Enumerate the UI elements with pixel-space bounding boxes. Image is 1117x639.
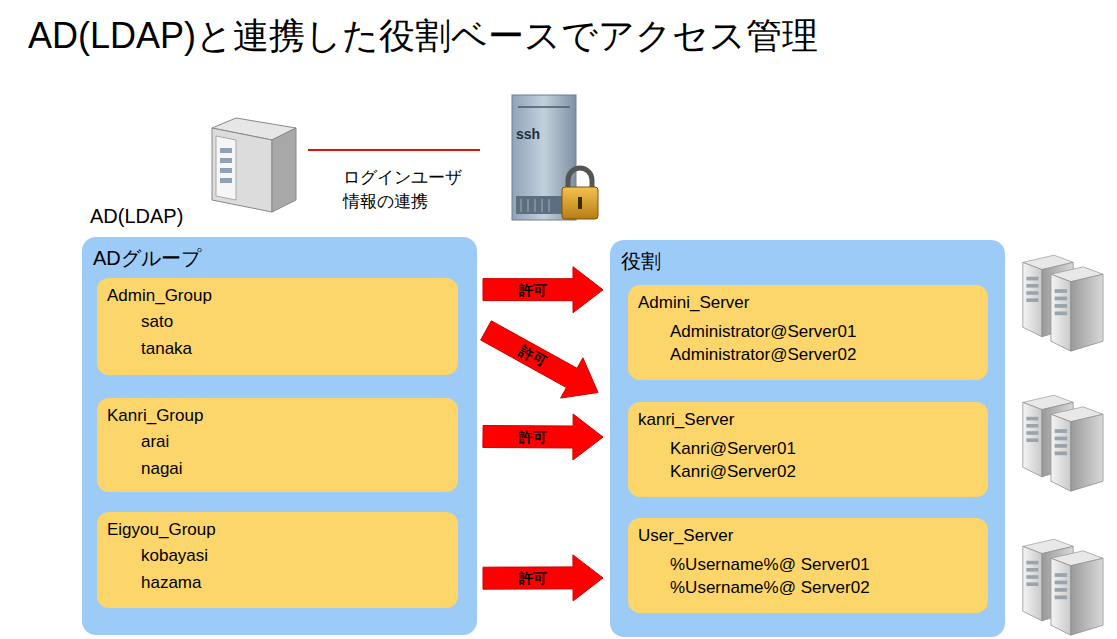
- account-entry: Administrator@Server01: [670, 320, 978, 343]
- box-heading: User_Server: [638, 524, 978, 548]
- arrow-label: 許可: [519, 429, 547, 445]
- user-entry: sato: [141, 308, 448, 335]
- ad-group-box: Kanri_Grouparainagai: [97, 398, 458, 492]
- box-heading: Eigyou_Group: [107, 518, 448, 542]
- group-panel: 役割 Admini_ServerAdministrator@Server01Adm…: [610, 240, 1005, 637]
- arrow-label: 許可: [519, 282, 547, 298]
- diagram-title: AD(LDAP)と連携した役割ベースでアクセス管理: [28, 14, 818, 58]
- user-entry: tanaka: [141, 335, 448, 362]
- server-label: AD(LDAP): [90, 203, 183, 229]
- server-pair-icon: [1023, 539, 1103, 635]
- permission-arrow: [483, 267, 603, 313]
- link-note: ログインユーザ 情報の連携: [343, 166, 483, 214]
- permission-arrow: [481, 321, 598, 398]
- user-entry: nagai: [141, 455, 448, 482]
- role-box: User_Server %Username%@ Server01%Username…: [628, 518, 988, 613]
- ssh-logo-text: ssh: [516, 126, 540, 142]
- box-heading: Admin_Group: [107, 284, 448, 308]
- arrow-label: 許可: [519, 570, 547, 586]
- account-entry: %Username%@ Server02: [670, 576, 978, 599]
- box-heading: kanri_Server: [638, 408, 978, 432]
- ad-group-box: Eigyou_Groupkobayasihazama: [97, 512, 458, 608]
- ad-group-box: Admin_Groupsatotanaka: [97, 278, 458, 375]
- user-entry: kobayasi: [141, 542, 448, 569]
- permission-arrow: [483, 414, 603, 460]
- user-entry: arai: [141, 428, 448, 455]
- role-box: kanri_ServerKanri@Server01Kanri@Server02: [628, 402, 988, 497]
- ad-server-icon: [212, 118, 296, 212]
- lock-icon: [562, 168, 598, 219]
- link-line: [308, 149, 480, 151]
- user-entry: hazama: [141, 569, 448, 596]
- server-pair-icon: [1023, 255, 1103, 351]
- role-box: Admini_ServerAdministrator@Server01Admin…: [628, 285, 988, 380]
- account-entry: Administrator@Server02: [670, 343, 978, 366]
- server-pair-icon: [1023, 395, 1103, 491]
- group-panel: ADグループ Admin_GroupsatotanakaKanri_Groupar…: [82, 237, 477, 635]
- box-heading: Admini_Server: [638, 291, 978, 315]
- account-entry: %Username%@ Server01: [670, 553, 978, 576]
- permission-arrow: [483, 555, 603, 601]
- panel-heading: ADグループ: [93, 245, 201, 271]
- account-entry: Kanri@Server02: [670, 460, 978, 483]
- panel-heading: 役割: [621, 248, 661, 274]
- account-entry: Kanri@Server01: [670, 437, 978, 460]
- box-heading: Kanri_Group: [107, 404, 448, 428]
